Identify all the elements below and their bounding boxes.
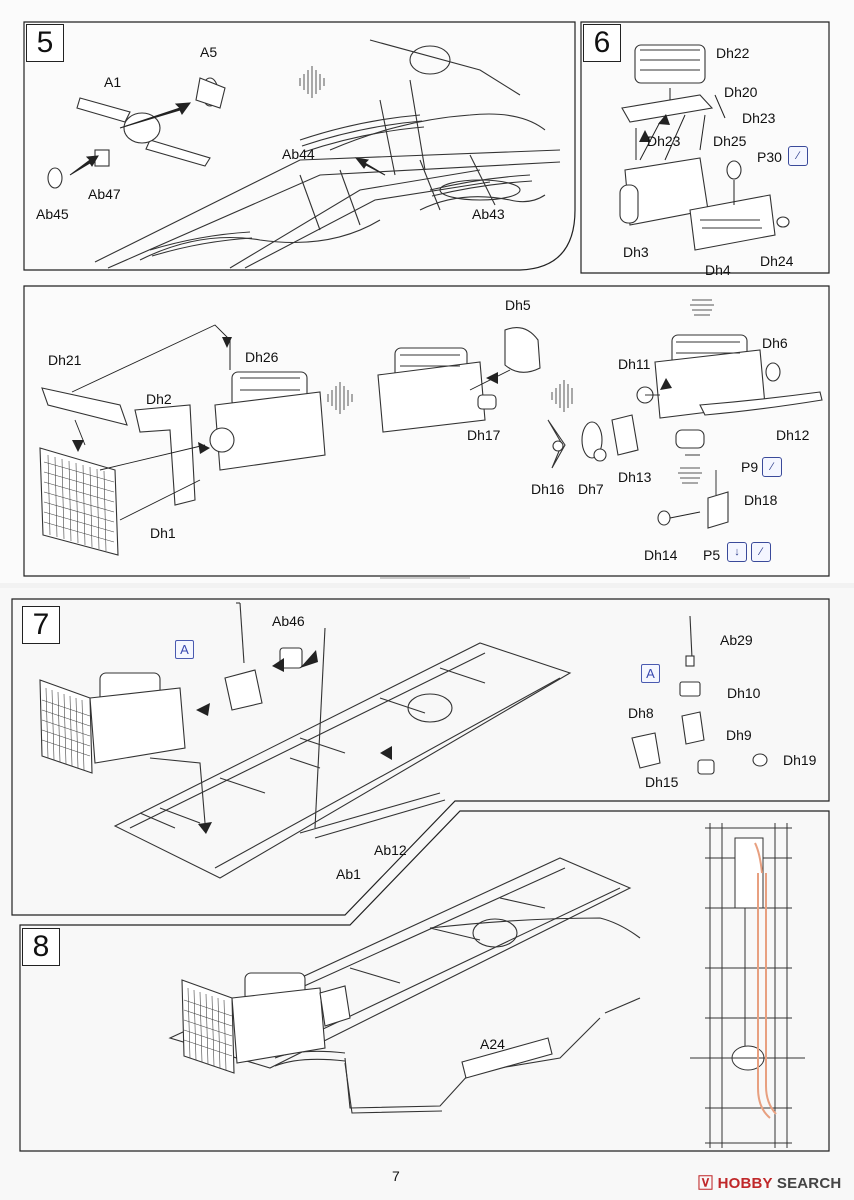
part-label-ab43: Ab43 (472, 206, 505, 222)
part-label-dh15: Dh15 (645, 774, 679, 790)
part-label-dh12: Dh12 (776, 427, 810, 443)
part-label-dh14: Dh14 (644, 547, 678, 563)
part-label-ab47: Ab47 (88, 186, 121, 202)
part-label-dh11: Dh11 (618, 356, 651, 372)
part-label-dh1: Dh1 (150, 525, 176, 541)
brush-paint-icon: ∕ (762, 457, 782, 477)
step-7-number: 7 (22, 606, 60, 644)
part-label-dh16: Dh16 (531, 481, 565, 497)
watermark-logo-icon: 🅅 (698, 1175, 714, 1192)
part-label-dh8: Dh8 (628, 705, 654, 721)
step-6-number: 6 (583, 24, 621, 62)
download-arrow-icon: ↓ (727, 542, 747, 562)
part-label-dh13: Dh13 (618, 469, 652, 485)
part-label-ab1: Ab1 (336, 866, 361, 882)
brush-paint-icon: ∕ (788, 146, 808, 166)
part-label-ab46: Ab46 (272, 613, 305, 629)
upper-page-artwork (23, 21, 830, 579)
part-label-ab29: Ab29 (720, 632, 753, 648)
part-label-p30: P30 (757, 149, 782, 165)
part-label-dh5: Dh5 (505, 297, 531, 313)
part-label-dh25: Dh25 (713, 133, 747, 149)
watermark-rest: SEARCH (776, 1175, 842, 1192)
part-label-dh23-right: Dh23 (742, 110, 776, 126)
part-label-dh4: Dh4 (705, 262, 731, 278)
part-label-dh7: Dh7 (578, 481, 604, 497)
part-label-ab44: Ab44 (282, 146, 315, 162)
part-label-dh21: Dh21 (48, 352, 82, 368)
part-label-p9: P9 (741, 459, 759, 475)
watermark: 🅅 HOBBY SEARCH (698, 1172, 841, 1193)
brush-paint-icon: ∕ (751, 542, 771, 562)
part-label-dh20: Dh20 (724, 84, 758, 100)
part-label-a5: A5 (200, 44, 218, 60)
part-label-a1: A1 (104, 74, 122, 90)
part-label-dh22: Dh22 (716, 45, 750, 61)
part-label-ab45: Ab45 (36, 206, 69, 222)
part-label-dh2: Dh2 (146, 391, 172, 407)
sub-assembly-a-marker-left: A (175, 640, 194, 659)
part-label-dh19: Dh19 (783, 752, 817, 768)
sub-assembly-a-marker-right: A (641, 664, 660, 683)
part-label-a24: A24 (480, 1036, 505, 1052)
instruction-page-upper: 5 6 A5 A1 Ab44 Ab47 Ab45 Ab43 Dh22 Dh20 … (0, 0, 854, 583)
part-label-dh26: Dh26 (245, 349, 279, 365)
part-label-dh9: Dh9 (726, 727, 752, 743)
part-label-ab12: Ab12 (374, 842, 407, 858)
part-label-dh6: Dh6 (762, 335, 788, 351)
instruction-page-lower: 7 8 A Ab46 Ab29 A Dh10 Dh8 Dh9 Dh19 Dh15… (0, 588, 854, 1200)
page-number: 7 (392, 1168, 400, 1184)
part-label-dh3: Dh3 (623, 244, 649, 260)
step-8-number: 8 (22, 928, 60, 966)
step-5-number: 5 (26, 24, 64, 62)
part-label-dh10: Dh10 (727, 685, 761, 701)
lower-page-artwork (11, 598, 830, 1152)
part-label-dh24: Dh24 (760, 253, 794, 269)
watermark-brand: HOBBY (717, 1175, 773, 1192)
part-label-dh18: Dh18 (744, 492, 778, 508)
part-label-dh23-left: Dh23 (647, 133, 681, 149)
part-label-dh17: Dh17 (467, 427, 501, 443)
part-label-p5: P5 (703, 547, 721, 563)
